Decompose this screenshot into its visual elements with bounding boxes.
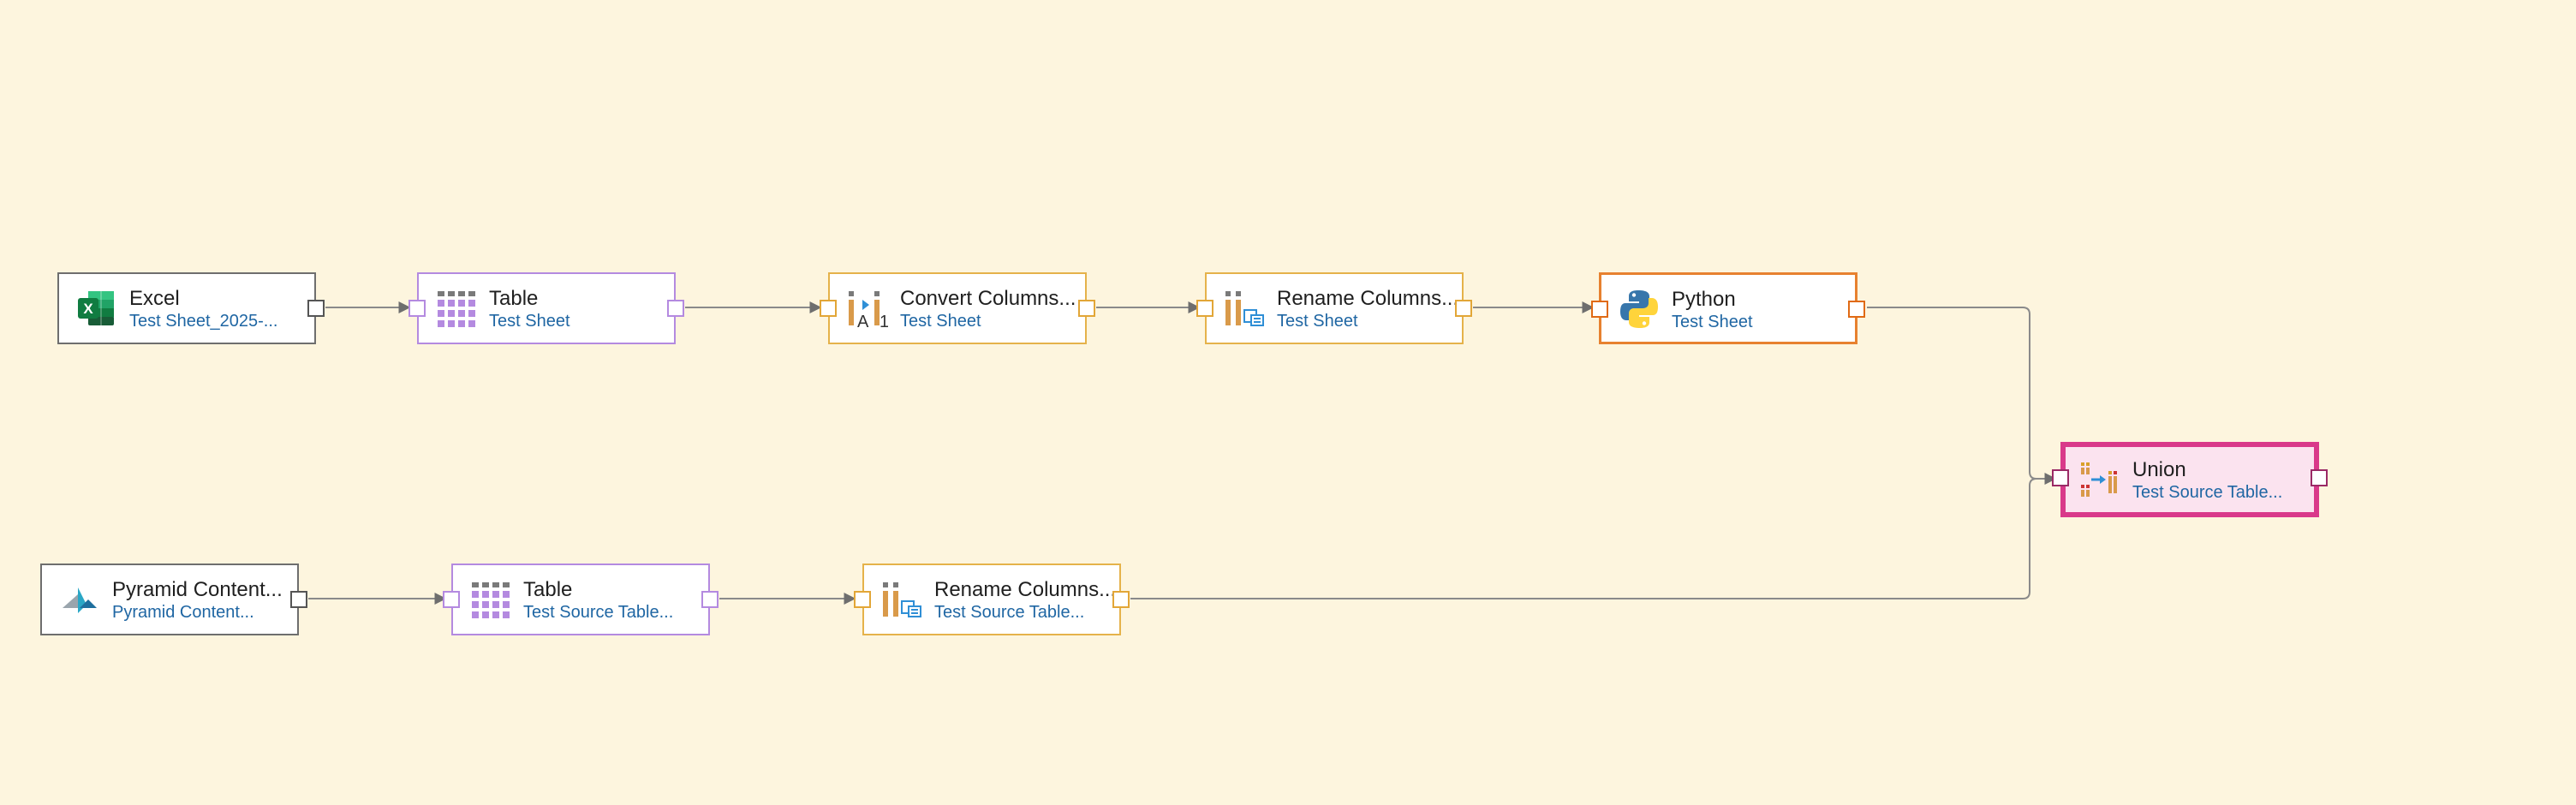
node-title: Table: [523, 579, 573, 601]
node-table-2[interactable]: Table Test Source Table...: [443, 564, 719, 635]
table-grid-icon: [436, 288, 477, 329]
output-port[interactable]: [1455, 300, 1472, 317]
node-pyramid-content[interactable]: Pyramid Content... Pyramid Content...: [40, 564, 307, 635]
pyramid-logo-icon: [59, 579, 100, 620]
node-title: Table: [489, 288, 539, 310]
wire-python-union[interactable]: [1867, 307, 2057, 485]
output-port[interactable]: [290, 591, 307, 608]
node-title: Excel: [129, 288, 180, 310]
node-subtitle: Test Sheet: [1672, 313, 1753, 331]
output-port[interactable]: [1848, 301, 1865, 318]
node-title: Convert Columns...: [900, 288, 1076, 310]
svg-text:1: 1: [880, 313, 888, 329]
node-union[interactable]: Union Test Source Table...: [2052, 442, 2328, 517]
node-rename-columns-2[interactable]: Rename Columns... Test Source Table...: [854, 564, 1130, 635]
input-port[interactable]: [1591, 301, 1608, 318]
svg-text:X: X: [83, 301, 93, 317]
node-subtitle: Test Sheet_2025-...: [129, 312, 278, 331]
input-port[interactable]: [443, 591, 460, 608]
output-port[interactable]: [701, 591, 719, 608]
node-title: Union: [2132, 459, 2186, 481]
wire-rename-union[interactable]: [1130, 478, 2037, 599]
node-subtitle: Test Sheet: [489, 312, 570, 331]
node-table[interactable]: Table Test Sheet: [408, 272, 684, 344]
input-port[interactable]: [820, 300, 837, 317]
node-rename-columns[interactable]: Rename Columns... Test Sheet: [1196, 272, 1472, 344]
excel-icon: X: [76, 288, 117, 329]
node-subtitle: Test Source Table...: [523, 603, 674, 622]
node-subtitle: Test Sheet: [1277, 312, 1358, 331]
node-subtitle: Test Sheet: [900, 312, 981, 331]
table-grid-icon: [470, 579, 511, 620]
convert-columns-icon: A 1: [847, 288, 889, 331]
output-port[interactable]: [1112, 591, 1130, 608]
node-subtitle: Test Source Table...: [2132, 483, 2283, 502]
node-python[interactable]: Python Test Sheet: [1591, 272, 1865, 344]
node-subtitle: Test Source Table...: [934, 603, 1085, 622]
input-port[interactable]: [1196, 300, 1213, 317]
input-port[interactable]: [2052, 469, 2069, 486]
union-icon: [2079, 459, 2120, 500]
node-title: Python: [1672, 289, 1736, 311]
python-icon: [1619, 289, 1660, 330]
node-title: Pyramid Content...: [112, 579, 283, 601]
node-convert-columns[interactable]: A 1 Convert Columns... Test Sheet: [820, 272, 1095, 344]
output-port[interactable]: [667, 300, 684, 317]
input-port[interactable]: [854, 591, 871, 608]
node-title: Rename Columns...: [1277, 288, 1458, 310]
rename-columns-icon: [1224, 288, 1265, 329]
output-port[interactable]: [307, 300, 325, 317]
input-port[interactable]: [408, 300, 426, 317]
node-title: Rename Columns...: [934, 579, 1116, 601]
output-port[interactable]: [1078, 300, 1095, 317]
node-subtitle: Pyramid Content...: [112, 603, 254, 622]
rename-columns-icon: [881, 579, 922, 620]
output-port[interactable]: [2311, 469, 2328, 486]
svg-text:A: A: [857, 313, 869, 329]
node-excel[interactable]: X Excel Test Sheet_2025-...: [57, 272, 325, 344]
